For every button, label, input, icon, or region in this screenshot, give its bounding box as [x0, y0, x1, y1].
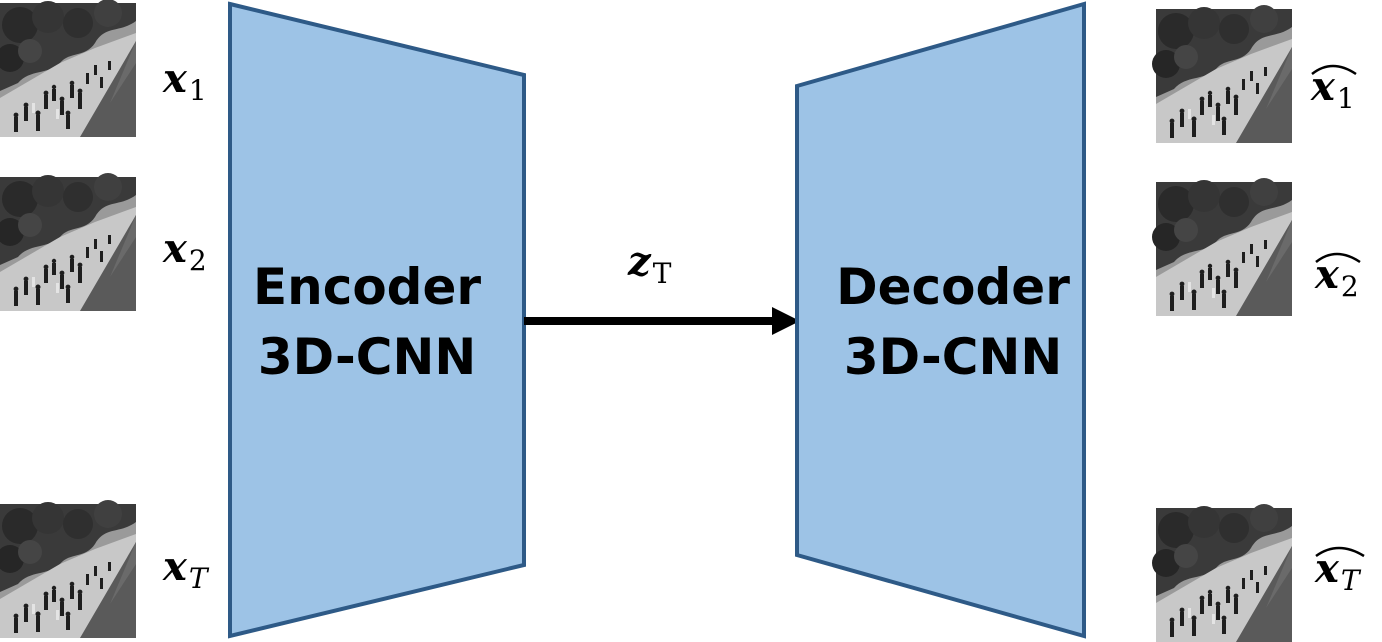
input-label-1: x1 — [162, 55, 207, 107]
decoder-label-line2: 3D-CNN — [844, 328, 1062, 386]
output-label-T: xT — [1314, 545, 1365, 597]
output-frame-T — [1152, 504, 1292, 642]
decoder-block — [795, 1, 1086, 639]
output-frame-2 — [1152, 178, 1292, 316]
svg-text:x1: x1 — [1310, 63, 1355, 115]
hat-icon — [1315, 546, 1365, 558]
svg-text:xT: xT — [1314, 545, 1362, 597]
input-frame-1 — [0, 0, 136, 137]
hat-icon — [1315, 252, 1361, 264]
output-frame-1 — [1152, 5, 1292, 143]
input-label-T: xT — [162, 543, 210, 595]
encoder-block — [228, 1, 526, 639]
decoder-label-line1: Decoder — [836, 258, 1070, 316]
encoder-label-line2: 3D-CNN — [258, 328, 476, 386]
svg-text:x2: x2 — [1314, 251, 1359, 303]
input-frame-T — [0, 500, 136, 638]
arrow-head-icon — [772, 307, 800, 335]
hat-icon — [1311, 64, 1357, 76]
input-frame-2 — [0, 173, 136, 311]
output-label-1: x1 — [1310, 63, 1357, 115]
latent-label: zT — [627, 238, 672, 290]
input-label-2: x2 — [162, 225, 207, 277]
output-label-2: x2 — [1314, 251, 1361, 303]
encoder-label-line1: Encoder — [253, 258, 481, 316]
